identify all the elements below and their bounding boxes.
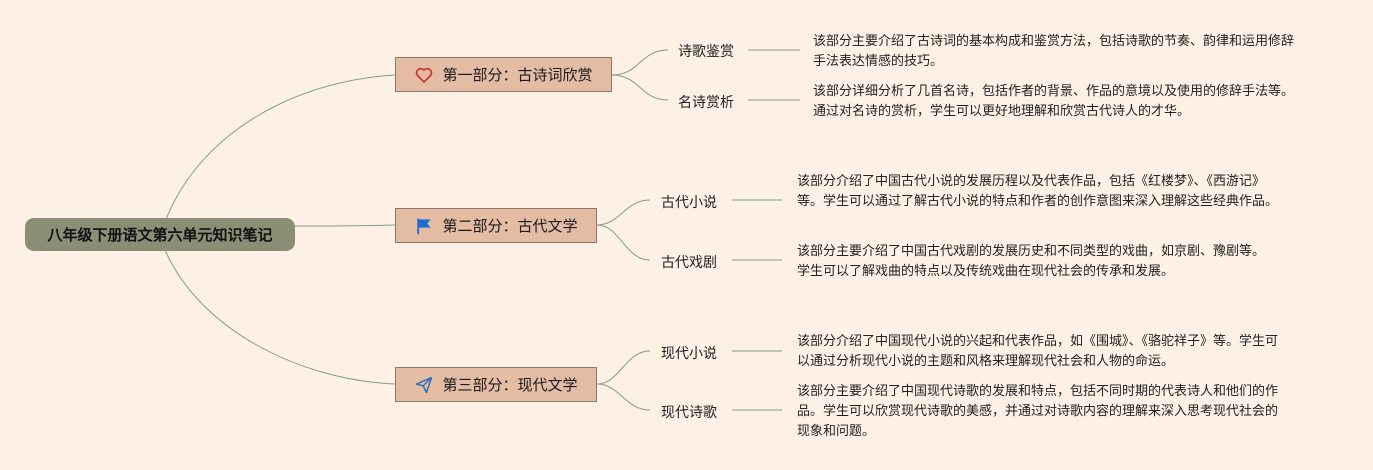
section-2-child-1[interactable]: 古代小说 bbox=[661, 195, 717, 211]
section-2-topic[interactable]: 第二部分：古代文学 bbox=[395, 208, 597, 243]
section-1-child-1[interactable]: 诗歌鉴赏 bbox=[678, 44, 734, 60]
connector-s2-c2 bbox=[596, 224, 651, 261]
section-3-child-2-desc: 该部分主要介绍了中国现代诗歌的发展和特点，包括不同时期的代表诗人和他们的作品。学… bbox=[797, 384, 1279, 439]
section-1-child-2-desc: 该部分详细分析了几首名诗，包括作者的背景、作品的意境以及使用的修辞手法等。通过对… bbox=[813, 84, 1295, 119]
section-2-child-1-desc: 该部分介绍了中国古代小说的发展历程以及代表作品，包括《红楼梦》、《西游记》等。学… bbox=[797, 174, 1279, 209]
connector-root-section-2 bbox=[294, 224, 396, 227]
heart-icon bbox=[414, 65, 434, 85]
connector-root-section-3 bbox=[164, 249, 396, 385]
root-topic-label: 八年级下册语文第六单元知识笔记 bbox=[47, 226, 273, 244]
section-3-topic[interactable]: 第三部分：现代文学 bbox=[395, 367, 597, 402]
connector-s3-c2 bbox=[596, 383, 651, 411]
section-2-label: 第二部分：古代文学 bbox=[442, 217, 578, 235]
section-1-topic[interactable]: 第一部分：古诗词欣赏 bbox=[395, 57, 612, 92]
section-1-child-2[interactable]: 名诗赏析 bbox=[678, 95, 734, 111]
flag-icon bbox=[414, 216, 434, 236]
connector-s1-c1 bbox=[611, 49, 669, 76]
connector-s2-c1 bbox=[596, 199, 651, 226]
paper-plane-icon bbox=[414, 375, 434, 395]
section-1-child-1-desc: 该部分主要介绍了古诗词的基本构成和鉴赏方法，包括诗歌的节奏、韵律和运用修辞手法表… bbox=[813, 34, 1295, 69]
section-2-child-2-desc: 该部分主要介绍了中国古代戏剧的发展历史和不同类型的戏曲，如京剧、豫剧等。学生可以… bbox=[797, 244, 1266, 279]
section-3-child-2[interactable]: 现代诗歌 bbox=[661, 405, 717, 421]
connector-root-section-1 bbox=[164, 74, 396, 223]
section-3-child-1-desc: 该部分介绍了中国现代小说的兴起和代表作品，如《围城》、《骆驼祥子》等。学生可以通… bbox=[797, 334, 1279, 369]
connector-s3-c1 bbox=[596, 350, 651, 385]
section-3-label: 第三部分：现代文学 bbox=[442, 376, 578, 394]
section-2-child-2[interactable]: 古代戏剧 bbox=[661, 255, 717, 271]
root-topic[interactable]: 八年级下册语文第六单元知识笔记 bbox=[25, 218, 295, 251]
section-1-label: 第一部分：古诗词欣赏 bbox=[442, 66, 593, 84]
connector-s1-c2 bbox=[611, 74, 669, 101]
section-3-child-1[interactable]: 现代小说 bbox=[661, 346, 717, 362]
